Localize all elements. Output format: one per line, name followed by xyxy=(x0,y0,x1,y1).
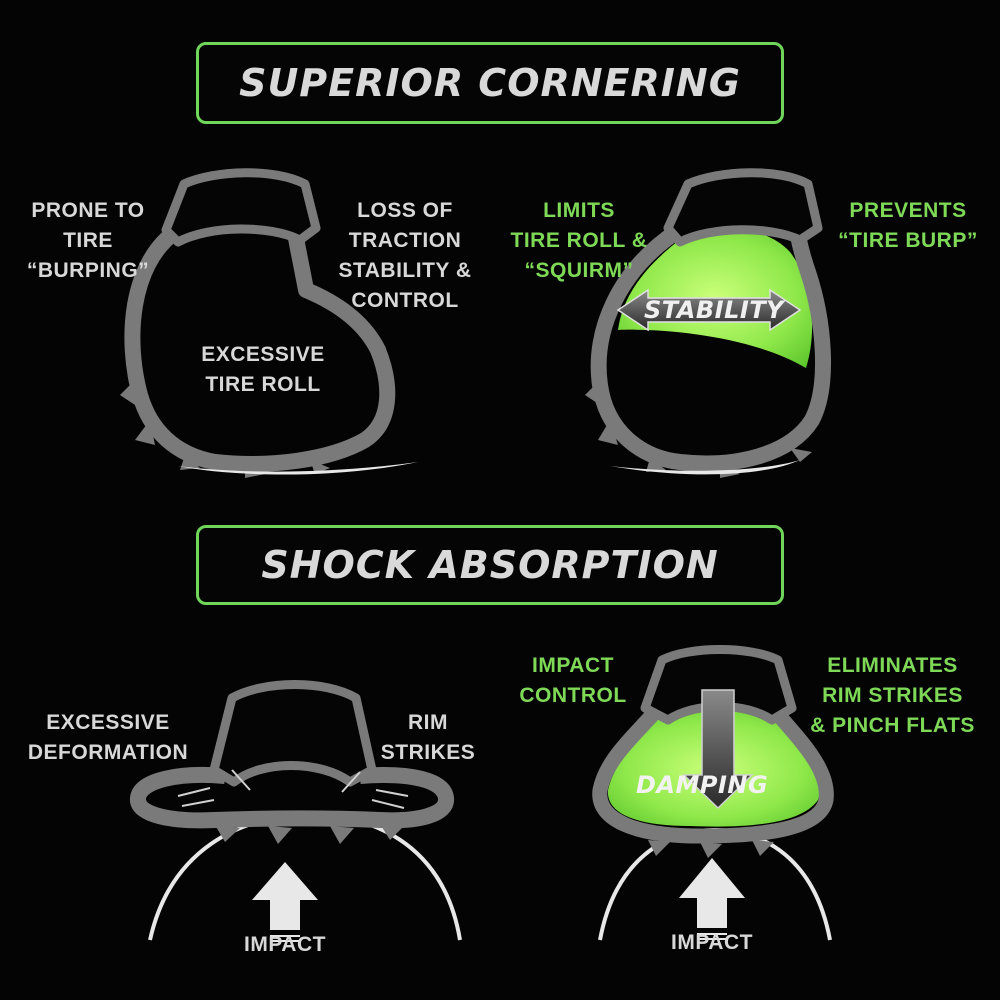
impact-arrow-lines xyxy=(697,933,727,940)
tire-casing xyxy=(130,766,454,829)
tread-knobs xyxy=(648,840,774,858)
tire-cornering-without-insert xyxy=(120,168,418,478)
label-limits-tire-roll: LIMITS TIRE ROLL & “SQUIRM” xyxy=(510,199,648,282)
damping-label: DAMPING xyxy=(636,771,769,799)
label-rim-strikes: RIM STRIKES xyxy=(380,711,476,764)
stability-label: STABILITY xyxy=(644,296,785,324)
obstacle-arc xyxy=(148,812,462,941)
tread-knobs xyxy=(215,824,404,844)
section-title-shock: SHOCK ABSORPTION xyxy=(261,543,719,587)
label-impact-left: IMPACT xyxy=(244,933,326,956)
label-excessive-deformation: EXCESSIVE DEFORMATION xyxy=(27,711,189,764)
tire-shock-without-insert xyxy=(130,680,462,942)
rim xyxy=(640,645,797,725)
damping-arrow xyxy=(682,689,754,810)
tire-casing xyxy=(590,225,831,472)
ground-line xyxy=(178,462,418,475)
rim xyxy=(663,168,823,247)
rim-strike-lines xyxy=(177,769,409,809)
tire-shock-with-insert xyxy=(592,645,834,941)
label-prevents-tire-burp: PREVENTS “TIRE BURP” xyxy=(838,199,978,252)
label-prone-to-burping: PRONE TO TIRE “BURPING” xyxy=(26,199,150,282)
section-title-cornering: SUPERIOR CORNERING xyxy=(239,61,741,105)
impact-arrow xyxy=(679,858,745,928)
ground-line xyxy=(610,460,800,475)
label-loss-of-traction: LOSS OF TRACTION STABILITY & CONTROL xyxy=(338,199,472,312)
impact-arrow xyxy=(252,862,318,930)
banner-superior-cornering: SUPERIOR CORNERING xyxy=(196,42,784,124)
banner-shock-absorption: SHOCK ABSORPTION xyxy=(196,525,784,605)
label-eliminates-rim-strikes: ELIMINATES RIM STRIKES & PINCH FLATS xyxy=(810,654,975,737)
label-impact-control: IMPACT CONTROL xyxy=(519,654,627,707)
rim xyxy=(209,680,377,787)
tire-casing xyxy=(124,225,396,472)
tire-cornering-with-insert xyxy=(585,168,831,478)
label-excessive-tire-roll: EXCESSIVE TIRE ROLL xyxy=(201,343,325,396)
tire-casing xyxy=(592,707,834,844)
impact-arrow-lines xyxy=(270,935,300,942)
label-impact-right: IMPACT xyxy=(671,931,753,954)
rim xyxy=(161,168,321,247)
stability-arrow xyxy=(616,288,802,332)
